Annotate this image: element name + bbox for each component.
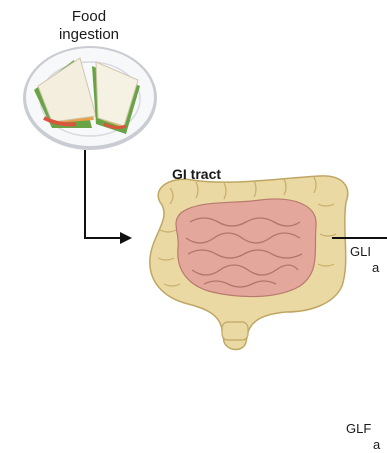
food-to-gi-arrow xyxy=(85,150,132,244)
right-arrow-icon xyxy=(120,232,132,244)
glp-lower-label-line2: a xyxy=(373,437,380,452)
sandwich-plate-illustration xyxy=(23,46,157,150)
large-intestine-illustration xyxy=(150,176,348,350)
gi-tract-label: GI tract xyxy=(172,166,221,182)
glp-lower-label-line1: GLF xyxy=(346,421,371,436)
glp-upper-label-line2: a xyxy=(372,260,379,275)
glp-upper-label-line1: GLI xyxy=(350,244,371,259)
